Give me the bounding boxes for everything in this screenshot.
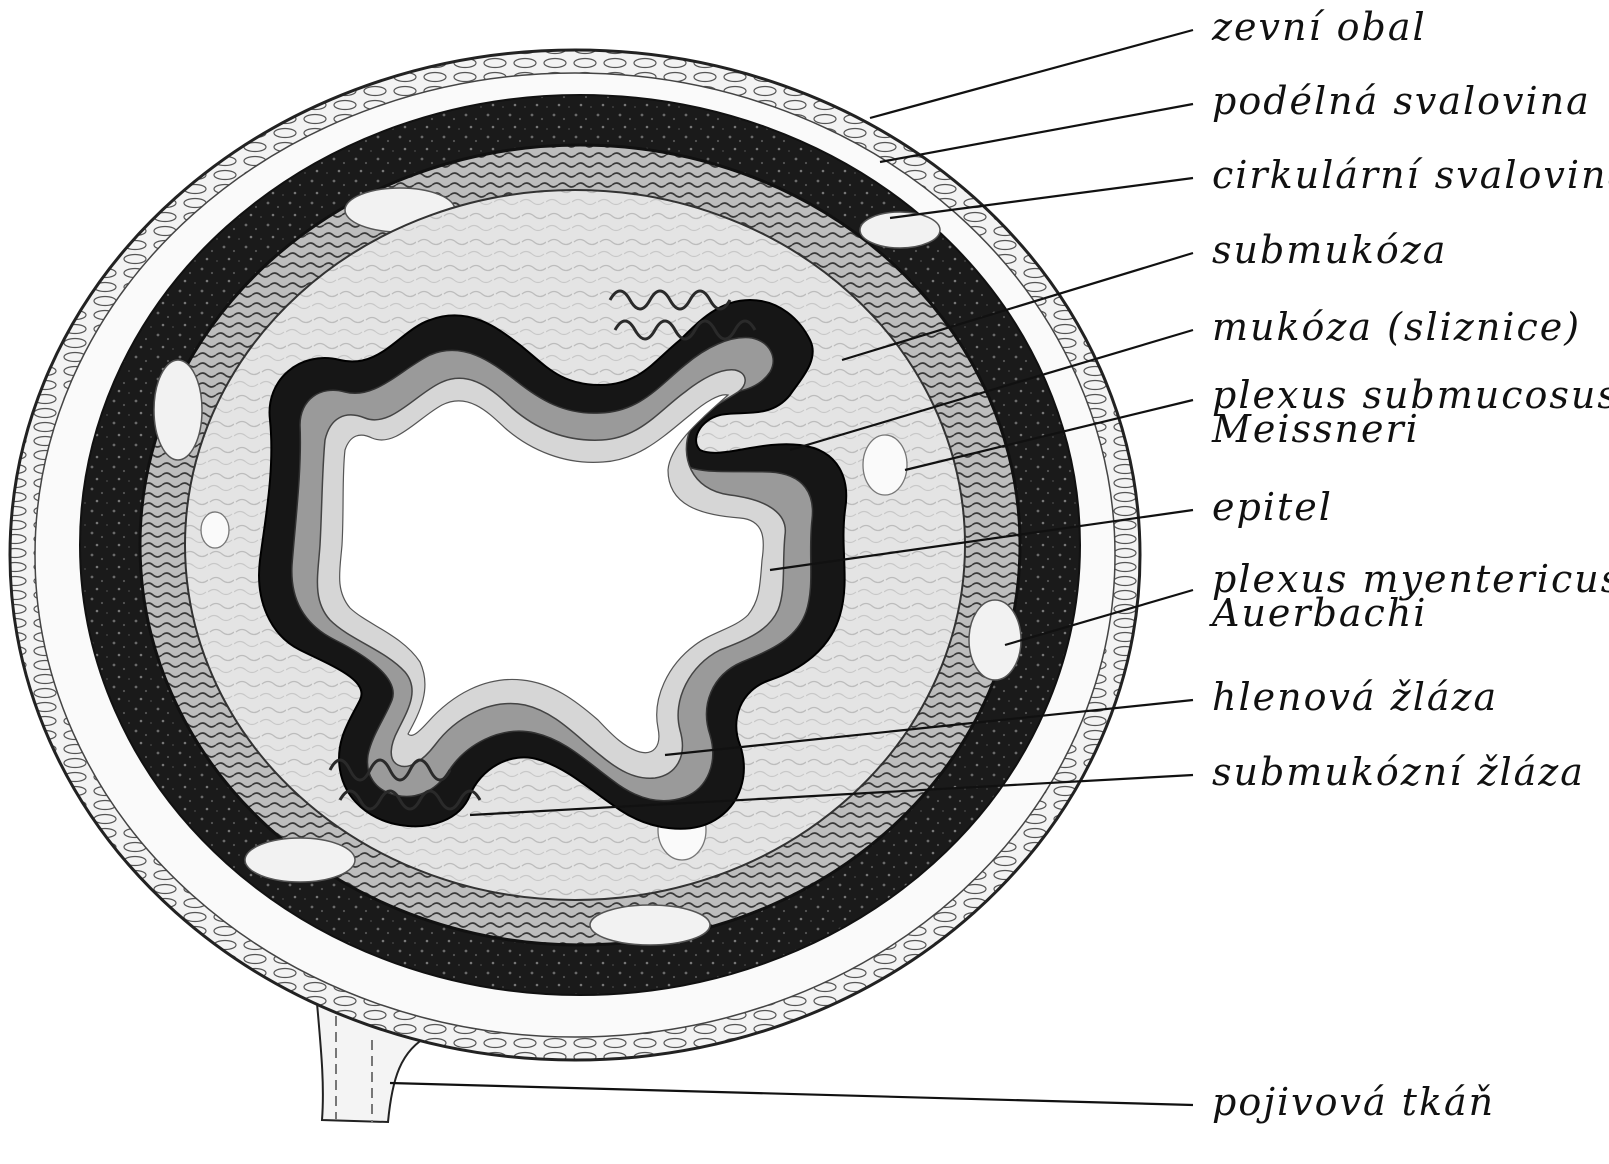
label-submukozni-zlaza: submukózní žláza: [1212, 750, 1585, 794]
label-plexus-myentericus: plexus myentericus Auerbachi: [1209, 557, 1609, 635]
label-plexus-submucosus: plexus submucosus Meissneri: [1211, 373, 1609, 451]
label-submukoza: submukóza: [1212, 228, 1447, 272]
labels: zevní obal podélná svalovina cirkulární …: [1209, 5, 1609, 1124]
leader-zevni-obal: [870, 30, 1193, 118]
label-cirkularni-svalovina: cirkulární svalovina: [1212, 153, 1609, 197]
label-epitel: epitel: [1212, 485, 1333, 529]
label-zevni-obal: zevní obal: [1211, 5, 1427, 49]
leader-podelna-svalovina: [880, 104, 1193, 162]
leader-pojivova-tkan: [390, 1083, 1193, 1105]
label-mukoza: mukóza (sliznice): [1212, 305, 1581, 349]
label-podelna-svalovina: podélná svalovina: [1212, 79, 1591, 123]
label-pojivova-tkan: pojivová tkáň: [1212, 1080, 1495, 1124]
label-hlenova-zlaza: hlenová žláza: [1212, 675, 1498, 719]
